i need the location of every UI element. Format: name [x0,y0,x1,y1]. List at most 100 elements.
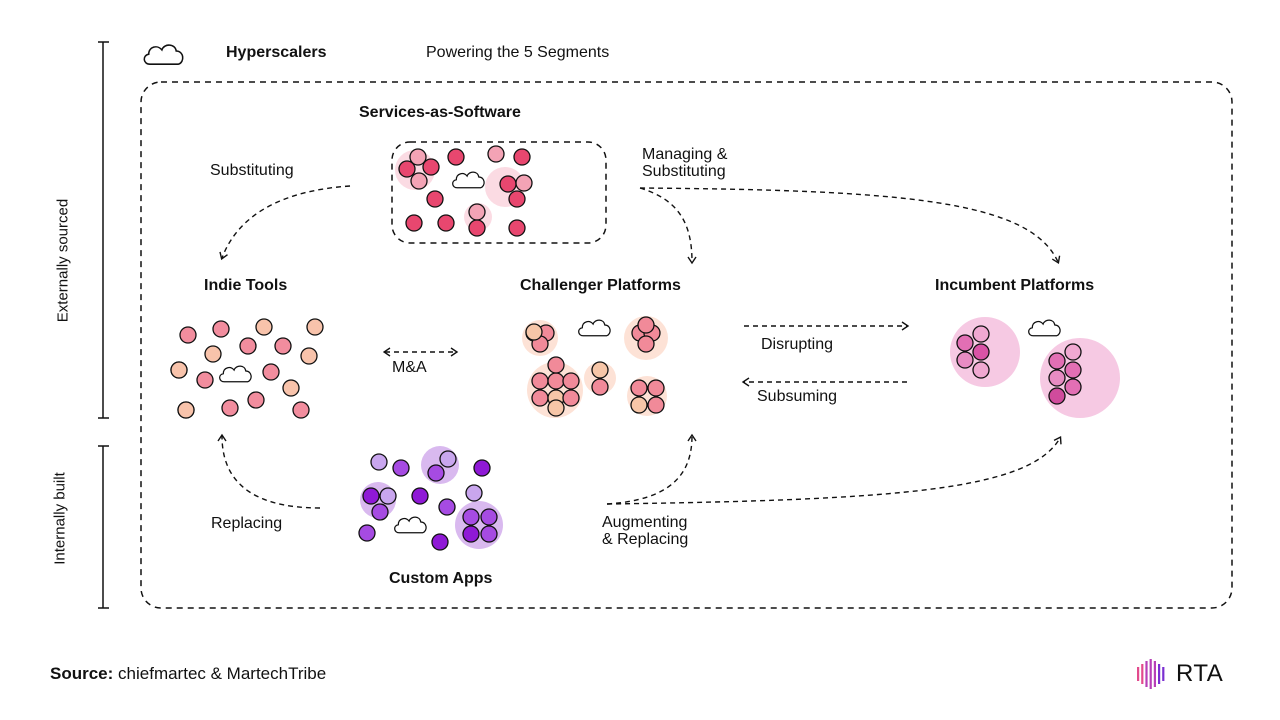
dot [1048,387,1066,405]
dot [410,172,428,190]
dot [427,464,445,482]
logo-bar [1162,667,1165,681]
substituting-label: Substituting [210,162,294,179]
dot [170,361,188,379]
custom-apps-title: Custom Apps [389,570,493,587]
dot [405,214,423,232]
dot [547,356,565,374]
dot [499,175,517,193]
dot [547,399,565,417]
dot [379,487,397,505]
dot [531,389,549,407]
dot [591,378,609,396]
dot [647,396,665,414]
challenger-platforms-title: Challenger Platforms [520,277,681,294]
services-cluster-box [391,141,607,244]
hyperscalers-label: Hyperscalers [226,44,327,61]
dot [468,203,486,221]
dot [274,337,292,355]
cluster-halo [455,501,503,549]
source-text: chiefmartec & MartechTribe [118,664,327,683]
dot [292,401,310,419]
dot [370,453,388,471]
substituting-arrow [219,185,351,261]
dot [1064,343,1082,361]
dot [513,148,531,166]
hyperscalers-cloud-icon [143,44,184,65]
dot [508,219,526,237]
replacing-label: Replacing [211,515,283,532]
dot [306,318,324,336]
dot [480,508,498,526]
dot [422,158,440,176]
dot [972,361,990,379]
logo-bar [1137,667,1140,681]
internally-built-label: Internally built [51,472,69,565]
logo-bar [1141,664,1144,684]
dot [480,525,498,543]
dot [525,323,543,341]
replacing-arrow [217,433,321,509]
dot [531,372,549,390]
externally-sourced-label: Externally sourced [54,198,72,323]
dot [637,316,655,334]
powering-label: Powering the 5 Segments [426,44,610,61]
dot [196,371,214,389]
dot [282,379,300,397]
dot [462,525,480,543]
augmenting-arrow-incumbent [606,436,1062,505]
dot [179,326,197,344]
dot [487,145,505,163]
dot [262,363,280,381]
augmenting-label-line2: & Replacing [602,531,689,548]
cloud-icon [394,516,427,534]
dot [508,190,526,208]
dot [431,533,449,551]
dot [462,508,480,526]
dot [221,399,239,417]
dot [358,524,376,542]
dot [972,343,990,361]
indie-tools-title: Indie Tools [204,277,288,294]
dot [371,503,389,521]
dot [547,372,565,390]
dot [562,372,580,390]
dot [1064,378,1082,396]
managing-label-line1: Managing & [642,146,728,163]
dot [1048,369,1066,387]
dot [956,334,974,352]
dot [362,487,380,505]
dot [438,498,456,516]
augmenting-arrow-challenger [606,433,697,505]
dot [204,345,222,363]
rta-logo-mark [1137,659,1165,689]
dot [591,361,609,379]
dot [177,401,195,419]
dot [447,148,465,166]
managing-arrow-challenger [639,187,697,265]
dot [515,174,533,192]
dot [300,347,318,365]
external-axis-bar [98,41,109,419]
dot [647,379,665,397]
managing-arrow-incumbent [639,187,1061,265]
dot [465,484,483,502]
augmenting-label-line1: Augmenting [602,514,688,531]
internal-axis-bar [98,445,109,609]
dot [956,351,974,369]
cloud-icon [452,171,485,189]
dot [637,335,655,353]
managing-label-line2: Substituting [642,163,726,180]
logo-bar [1153,661,1156,687]
subsuming-label: Subsuming [757,388,838,405]
source-label: Source: chiefmartec & MartechTribe [50,664,326,684]
logo-bar [1158,664,1161,684]
cloud-icon [578,319,611,337]
ma-label: M&A [392,359,427,376]
hyperscalers-container [140,81,1233,609]
dot [409,148,427,166]
dot [1048,352,1066,370]
dot [212,320,230,338]
dot [473,459,491,477]
